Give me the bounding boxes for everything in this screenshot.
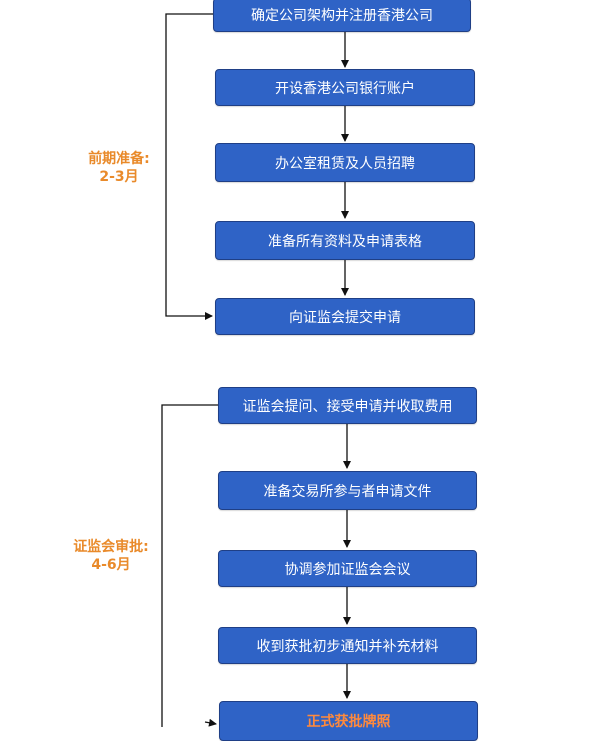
step-register-company[interactable]: 确定公司架构并注册香港公司: [213, 0, 471, 32]
step-license-granted[interactable]: 正式获批牌照: [219, 701, 478, 741]
step-preliminary-approval[interactable]: 收到获批初步通知并补充材料: [218, 627, 477, 664]
step-label: 准备交易所参与者申请文件: [263, 483, 432, 500]
phase2-bracket: [161, 404, 218, 727]
phase2-label: 证监会审批: 4-6月: [56, 538, 166, 574]
phase2-bracket-arrow: [204, 718, 217, 727]
step-sfc-questions-and-fees[interactable]: 证监会提问、接受申请并收取费用: [218, 387, 477, 424]
step-label: 开设香港公司银行账户: [275, 80, 415, 97]
step-submit-application[interactable]: 向证监会提交申请: [215, 298, 475, 335]
step-label: 办公室租赁及人员招聘: [275, 155, 415, 172]
step-label: 向证监会提交申请: [289, 309, 401, 326]
step-label: 协调参加证监会会议: [284, 561, 411, 578]
step-sfc-meeting[interactable]: 协调参加证监会会议: [218, 550, 477, 587]
step-exchange-participant-docs[interactable]: 准备交易所参与者申请文件: [218, 471, 477, 510]
step-label: 收到获批初步通知并补充材料: [256, 638, 439, 655]
phase2-duration: 4-6月: [91, 557, 131, 573]
phase1-duration: 2-3月: [99, 169, 139, 185]
step-open-bank-account[interactable]: 开设香港公司银行账户: [215, 69, 475, 106]
step-label: 确定公司架构并注册香港公司: [251, 8, 433, 24]
phase1-bracket: [165, 13, 213, 320]
phase2-title: 证监会审批:: [73, 539, 149, 555]
step-office-and-hiring[interactable]: 办公室租赁及人员招聘: [215, 143, 475, 182]
phase1-title: 前期准备:: [88, 151, 150, 167]
step-prepare-documents[interactable]: 准备所有资料及申请表格: [215, 221, 475, 260]
step-label: 正式获批牌照: [306, 714, 391, 730]
step-label: 证监会提问、接受申请并收取费用: [242, 398, 453, 415]
phase1-label: 前期准备: 2-3月: [64, 150, 174, 186]
step-label: 准备所有资料及申请表格: [268, 233, 422, 250]
